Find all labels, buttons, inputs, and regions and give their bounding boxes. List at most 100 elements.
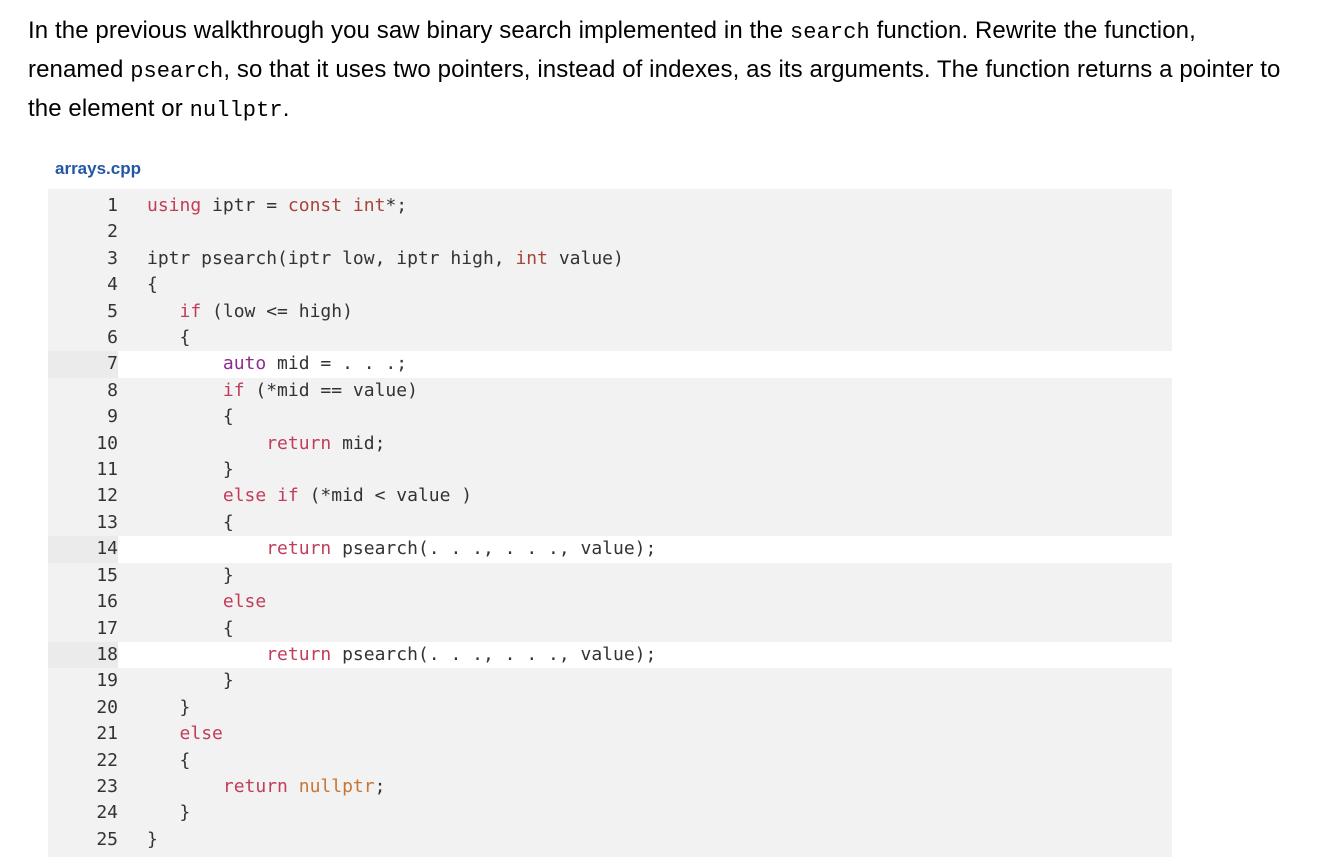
line-number: 4 (107, 274, 118, 296)
code-line-highlighted: 7 auto mid = . . .; (48, 351, 1172, 378)
token-p: { (147, 511, 234, 533)
token-p: { (147, 406, 234, 428)
token-k: if (222, 379, 245, 401)
token-p: psearch(. . ., . . ., value); (331, 538, 657, 560)
code-line: 20 } (48, 695, 1172, 721)
exercise-description: In the previous walkthrough you saw bina… (28, 12, 1292, 129)
code-line: 10 return mid; (48, 431, 1172, 457)
line-number: 2 (107, 221, 118, 243)
code-text: using iptr = const int*; (118, 193, 1172, 219)
code-line-highlighted: 14 return psearch(. . ., . . ., value); (48, 536, 1172, 563)
code-line-highlighted: 18 return psearch(. . ., . . ., value); (48, 641, 1172, 669)
code-text: if (*mid == value) (118, 378, 1172, 404)
code-text: return mid; (118, 431, 1172, 457)
token-p: { (147, 327, 191, 349)
token-p: } (147, 564, 234, 586)
line-number: 7 (48, 351, 118, 378)
token-p: iptr = (201, 195, 288, 216)
token-p (147, 301, 180, 322)
code-line: 21 else (48, 721, 1172, 747)
code-text: if (low <= high) (118, 299, 1172, 325)
token-p (147, 353, 223, 374)
token-p: { (147, 617, 234, 639)
code-text: else (118, 589, 1172, 615)
token-k: if (277, 485, 299, 507)
token-p: { (147, 749, 191, 771)
token-p: *; (385, 195, 408, 216)
code-text: { (118, 272, 1172, 298)
inline-code: nullptr (189, 98, 283, 123)
token-k: return (266, 432, 332, 454)
line-number: 10 (96, 432, 118, 454)
token-k: else (222, 485, 267, 507)
line-number: 6 (107, 327, 118, 349)
code-text: return nullptr; (118, 774, 1172, 800)
line-number: 9 (107, 406, 118, 428)
token-p: } (147, 459, 234, 481)
line-number: 3 (107, 247, 118, 269)
code-line: 6 { (48, 325, 1172, 351)
description-text: . (282, 95, 290, 122)
line-number: 16 (96, 591, 118, 613)
line-number: 24 (96, 802, 118, 824)
code-text: { (118, 510, 1172, 536)
line-number: 20 (96, 696, 118, 718)
token-k: using (147, 195, 202, 216)
code-text: return psearch(. . ., . . ., value); (118, 641, 1172, 669)
token-k: return (266, 643, 332, 665)
token-p (147, 776, 223, 797)
token-p: iptr psearch(iptr low, iptr high, (147, 247, 516, 269)
token-p (147, 433, 266, 454)
code-line: 9 { (48, 404, 1172, 430)
line-number: 14 (48, 536, 118, 563)
line-number: 15 (96, 564, 118, 586)
code-line: 15 } (48, 563, 1172, 589)
token-p: mid; (331, 432, 386, 454)
code-text: { (118, 325, 1172, 351)
token-p: } (147, 802, 191, 824)
code-text: } (118, 457, 1172, 483)
code-line: 12 else if (*mid < value ) (48, 483, 1172, 509)
line-number: 12 (96, 485, 118, 507)
code-line: 23 return nullptr; (48, 774, 1172, 800)
token-p (147, 644, 266, 665)
token-kt: const (287, 195, 343, 216)
code-text: auto mid = . . .; (118, 351, 1172, 378)
code-text: } (118, 827, 1172, 853)
description-text: function. Rewrite the function, renamed (28, 17, 1196, 83)
token-nl: nullptr (298, 775, 375, 797)
line-number: 22 (96, 749, 118, 771)
token-k: if (179, 300, 202, 322)
token-p: psearch(. . ., . . ., value); (331, 643, 657, 665)
file-name-label[interactable]: arrays.cpp (55, 159, 141, 178)
token-p: } (147, 828, 158, 850)
token-k: else (179, 723, 223, 745)
token-p (342, 195, 353, 216)
code-text (118, 219, 1172, 245)
code-text: } (118, 695, 1172, 721)
code-text: else if (*mid < value ) (118, 483, 1172, 509)
token-p (147, 723, 180, 744)
code-text: iptr psearch(iptr low, iptr high, int va… (118, 246, 1172, 272)
line-number: 1 (107, 195, 118, 216)
code-line: 4{ (48, 272, 1172, 298)
code-line: 17 { (48, 616, 1172, 642)
token-k: return (266, 538, 332, 560)
line-number: 8 (107, 379, 118, 401)
token-p (147, 485, 223, 506)
token-p (147, 380, 223, 401)
token-k: return (222, 775, 288, 797)
token-p (147, 538, 266, 559)
code-line: 24 } (48, 800, 1172, 826)
token-p: value) (547, 247, 624, 269)
code-text: { (118, 748, 1172, 774)
code-text: { (118, 616, 1172, 642)
token-p: mid = . . .; (266, 353, 408, 375)
code-text: } (118, 563, 1172, 589)
line-number: 21 (96, 723, 118, 745)
line-number: 5 (107, 300, 118, 322)
code-line: 5 if (low <= high) (48, 299, 1172, 325)
